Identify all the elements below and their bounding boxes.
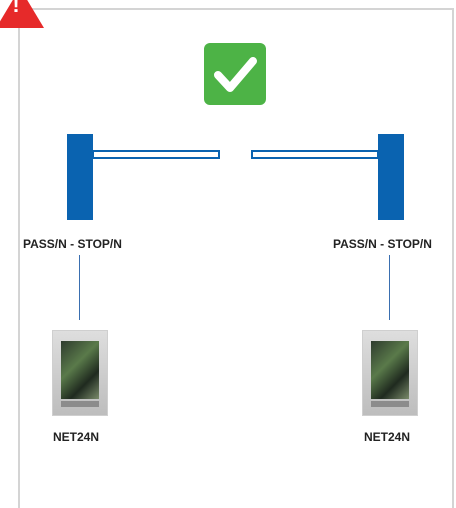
- warning-mark: !: [12, 0, 20, 17]
- barrier-arm-right: [251, 150, 379, 159]
- device-panel: [61, 341, 99, 399]
- device-base: [61, 401, 99, 407]
- device-image-left: [52, 330, 108, 416]
- barrier-post-left: [67, 134, 93, 220]
- device-label-left: NET24N: [53, 430, 100, 444]
- barrier-label-left: PASS/N - STOP/N: [23, 237, 122, 251]
- barrier-arm-left: [92, 150, 220, 159]
- barrier-post-right: [378, 134, 404, 220]
- device-image-right: [362, 330, 418, 416]
- connection-wire-right: [389, 255, 390, 320]
- checkmark-icon: [204, 43, 266, 105]
- device-label-right: NET24N: [364, 430, 411, 444]
- connection-wire-left: [79, 255, 80, 320]
- diagram-frame: [18, 8, 454, 508]
- device-panel: [371, 341, 409, 399]
- device-base: [371, 401, 409, 407]
- barrier-label-right: PASS/N - STOP/N: [333, 237, 432, 251]
- warning-triangle-icon: [0, 0, 44, 28]
- warning-icon: !: [0, 0, 48, 30]
